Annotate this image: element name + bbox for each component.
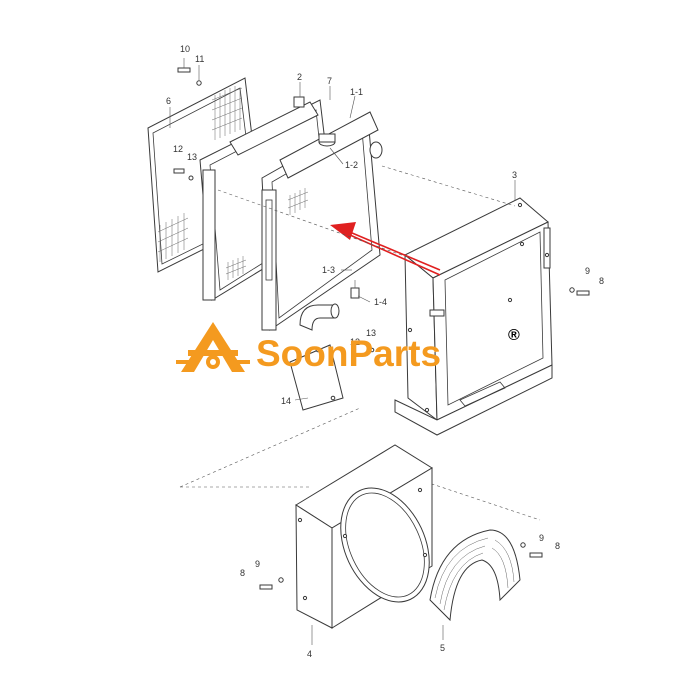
callout-6: 6: [166, 96, 171, 106]
callout-1-2: 1-2: [345, 160, 358, 170]
callout-4: 4: [307, 649, 312, 659]
bolt-part-13-lower: [369, 347, 375, 353]
callout-12-lower: 12: [350, 337, 360, 347]
callout-12-upper: 12: [173, 144, 183, 154]
logo-icon: [176, 322, 250, 372]
callout-14: 14: [281, 396, 291, 406]
logo-wordmark: SoonParts: [256, 333, 441, 374]
callout-8-lower-right: 8: [555, 541, 560, 551]
radiator-part-1-1: [261, 111, 383, 331]
seal-plate-part-14: [289, 344, 344, 411]
soonparts-logo: SoonParts ®: [176, 322, 520, 374]
callout-9-lower-right: 9: [539, 533, 544, 543]
bolt-part-12: [173, 168, 194, 181]
callout-11: 11: [195, 54, 204, 64]
callout-9-left: 9: [255, 559, 260, 569]
bolt-part-8-right: [569, 287, 590, 296]
callout-9-right: 9: [585, 266, 590, 276]
mounting-frame-part-3: [394, 197, 553, 436]
bolt-part-10: [177, 58, 202, 86]
callout-3: 3: [512, 170, 517, 180]
fan-guard-part-5: [429, 529, 521, 622]
callout-1-3: 1-3: [322, 265, 335, 275]
callout-8-left: 8: [240, 568, 245, 578]
bolt-part-8-lower-right: [520, 542, 543, 558]
callout-13-lower: 13: [366, 328, 376, 338]
bolt-part-8-lower-left: [259, 577, 284, 590]
callout-13-upper: 13: [187, 152, 197, 162]
callout-8-right: 8: [599, 276, 604, 286]
callout-10: 10: [180, 44, 190, 54]
drain-cock-part-1-4: [350, 280, 360, 299]
callout-2: 2: [297, 72, 302, 82]
assembly-guide-lines: [179, 165, 541, 521]
callout-labels: 10 11 6 2 7 1-1 12 13 1-2 3 1-3 1-4 13 1…: [166, 44, 604, 659]
callout-5: 5: [440, 643, 445, 653]
callout-leaders: [169, 82, 516, 645]
callout-7: 7: [327, 76, 332, 86]
callout-1-4: 1-4: [374, 297, 387, 307]
assembly-arrow: [330, 222, 441, 276]
fan-shroud-part-4: [295, 444, 433, 629]
lower-hose-part-1-3: [299, 303, 340, 331]
callout-1-1: 1-1: [350, 87, 363, 97]
registered-mark: ®: [508, 327, 520, 344]
